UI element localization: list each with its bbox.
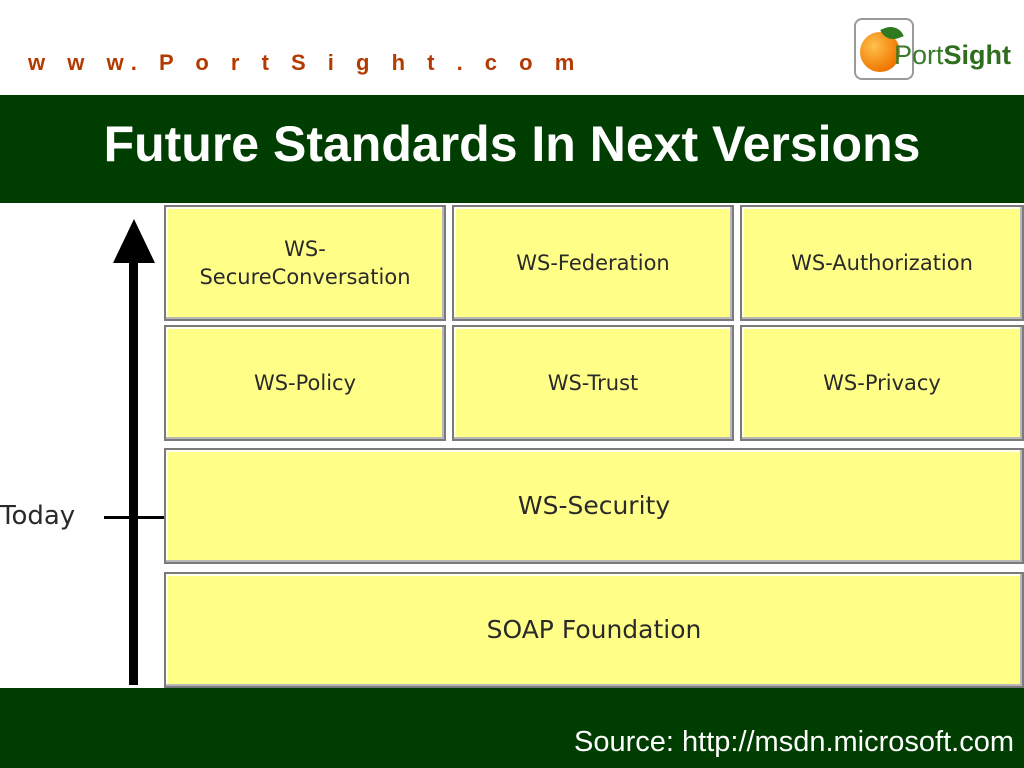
source-citation: Source: http://msdn.microsoft.com [574, 726, 1014, 758]
logo-frame [854, 18, 914, 80]
logo-text: PortSight [894, 40, 1011, 71]
box-ws-authorization: WS-Authorization [740, 205, 1024, 321]
box-ws-trust: WS-Trust [452, 325, 734, 441]
box-ws-federation: WS-Federation [452, 205, 734, 321]
logo-text-bold: Sight [943, 40, 1012, 70]
box-ws-policy: WS-Policy [164, 325, 446, 441]
timeline-arrow-shaft [129, 255, 138, 685]
box-ws-privacy: WS-Privacy [740, 325, 1024, 441]
title-bar: Future Standards In Next Versions [0, 95, 1024, 203]
slide-title: Future Standards In Next Versions [103, 116, 921, 172]
footer: Source: http://msdn.microsoft.com [0, 688, 1024, 768]
box-soap-foundation: SOAP Foundation [164, 572, 1024, 688]
site-url: w w w. P o r t S i g h t . c o m [28, 50, 583, 75]
box-ws-secureconversation: WS- SecureConversation [164, 205, 446, 321]
logo-text-light: Port [894, 40, 944, 70]
box-ws-security: WS-Security [164, 448, 1024, 564]
standards-diagram: Today WS- SecureConversation WS-Federati… [0, 203, 1024, 688]
header: w w w. P o r t S i g h t . c o m PortSig… [0, 0, 1024, 95]
today-label: Today [0, 501, 76, 531]
portsight-logo: PortSight [832, 14, 1018, 82]
today-tick [104, 516, 164, 519]
